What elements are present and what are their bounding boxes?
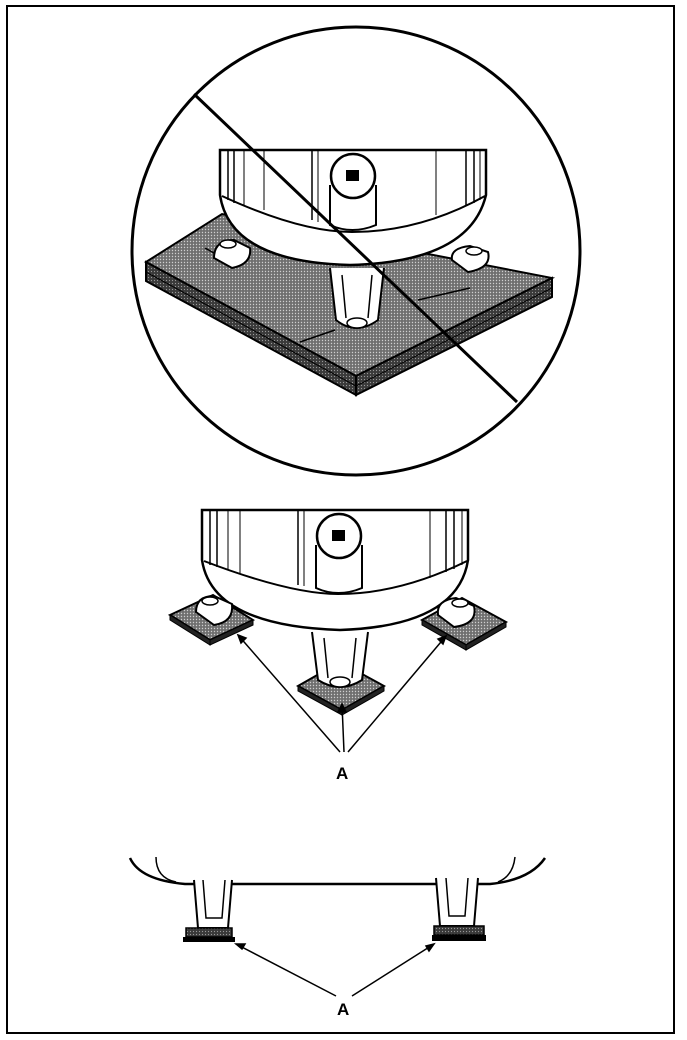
incorrect-mounting-detail — [130, 25, 582, 477]
compressor-shell-middle — [200, 508, 470, 632]
side-foot-right — [432, 877, 486, 941]
compressor-shell-top — [218, 148, 488, 267]
mounting-feet-middle — [194, 594, 476, 688]
correct-mounting-detail — [167, 508, 509, 753]
side-foot-left — [183, 879, 235, 942]
mounting-feet-top — [212, 238, 490, 329]
prohibition-slash — [192, 92, 519, 404]
callout-label-bottom: A — [337, 1000, 350, 1019]
side-view-detail — [128, 856, 547, 997]
callout-leaders-bottom — [233, 942, 436, 997]
callout-leaders-middle — [236, 633, 448, 753]
callout-label-middle: A — [336, 764, 349, 783]
